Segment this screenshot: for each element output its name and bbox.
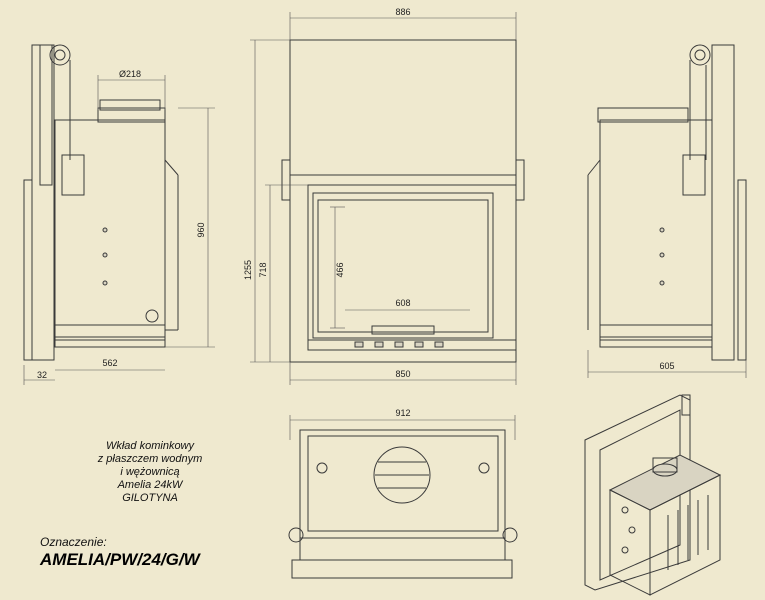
designation-code: AMELIA/PW/24/G/W [40,550,200,569]
dim-side-height: 960 [196,222,206,237]
dim-top-view-width: 912 [395,408,410,418]
isometric-view [584,394,722,596]
right-side-view [587,44,747,378]
dim-front-bottom-width: 850 [395,369,410,379]
dim-glass-height: 466 [335,262,345,277]
dim-side-offset: 32 [37,370,47,380]
dim-front-frame-height: 718 [258,262,268,277]
description-line-5: GILOTYNA [122,492,178,504]
description-line-1: Wkład kominkowy [105,440,195,452]
dim-flue-diameter: Ø218 [119,69,141,79]
product-description: Wkład kominkowy z płaszczem wodnym i węż… [40,440,260,505]
front-view [250,12,525,385]
dim-right-side-width: 605 [659,361,674,371]
dim-side-width: 562 [102,358,117,368]
designation-label: Oznaczenie: [40,535,107,549]
dim-front-top-width: 886 [395,7,410,17]
dim-front-total-height: 1255 [243,260,253,280]
dim-glass-width: 608 [395,298,410,308]
description-line-3: i wężownicą [120,466,180,478]
top-view [288,415,518,579]
description-line-4: Amelia 24kW [117,479,183,491]
left-side-view [23,44,215,385]
description-line-2: z płaszczem wodnym [97,453,203,465]
